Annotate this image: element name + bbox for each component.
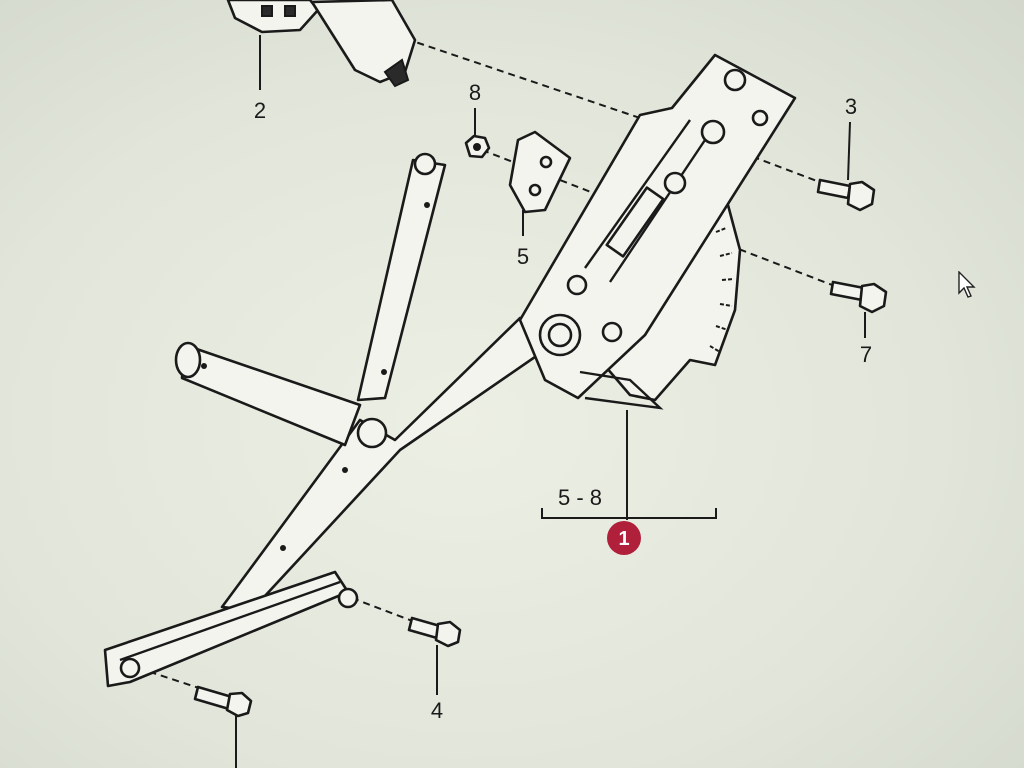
dash-line-motor <box>314 7 641 119</box>
callout-1: 1 <box>618 528 629 550</box>
callout-1-badge: 1 <box>607 521 641 555</box>
callout-5: 5 <box>517 244 529 269</box>
callout-4: 4 <box>431 698 443 723</box>
bolt-7-part <box>829 280 888 314</box>
callout-7: 7 <box>860 342 872 367</box>
regulator-plate <box>518 53 797 410</box>
upper-arm <box>356 152 447 402</box>
motor-part <box>226 0 417 88</box>
bolt-lower-part <box>193 685 253 718</box>
callout-range: 5 - 8 <box>558 485 602 510</box>
nut-part <box>464 134 491 159</box>
dash-line-bolt-4 <box>351 597 416 623</box>
callout-2: 2 <box>254 98 266 123</box>
leader-lines <box>235 35 866 768</box>
bolt-4-part <box>407 616 462 648</box>
mouse-pointer-icon <box>958 271 976 298</box>
callout-3: 3 <box>845 94 857 119</box>
callout-8: 8 <box>469 80 481 105</box>
bolt-3-part <box>816 178 876 212</box>
roller-arm <box>174 341 362 447</box>
slider-block-part <box>508 130 572 214</box>
lower-channel-rail <box>103 570 359 688</box>
